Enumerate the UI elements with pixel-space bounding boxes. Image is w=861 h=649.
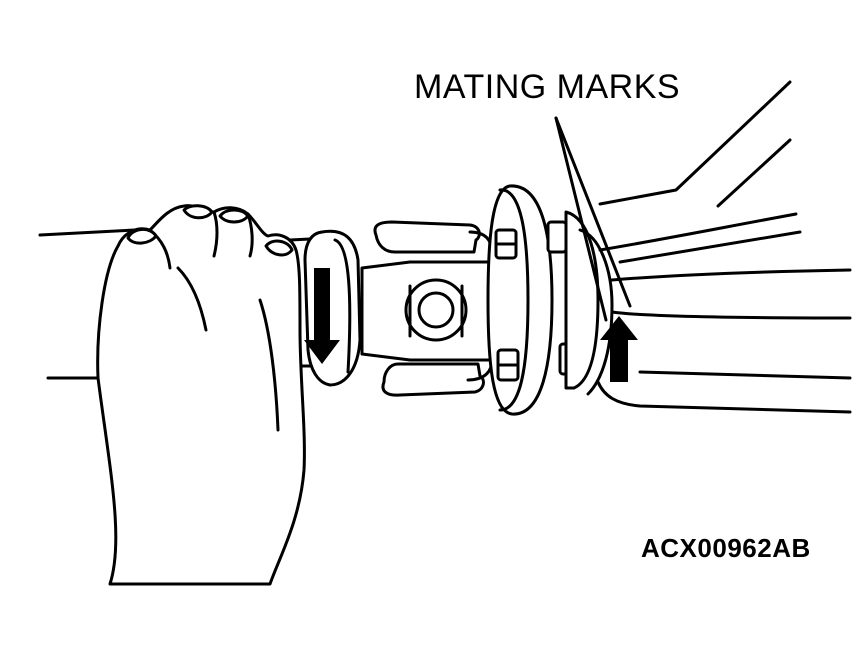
hand-icon [96,204,306,586]
arrow-down-icon [304,268,340,364]
arrow-up-icon [600,316,638,382]
figure-code: ACX00962AB [641,533,811,563]
universal-joint-icon [360,220,502,397]
shaft-flange [303,229,362,387]
differential-flange [564,80,852,414]
mating-marks-label: MATING MARKS [414,68,681,106]
mating-marks-leader [554,116,632,322]
